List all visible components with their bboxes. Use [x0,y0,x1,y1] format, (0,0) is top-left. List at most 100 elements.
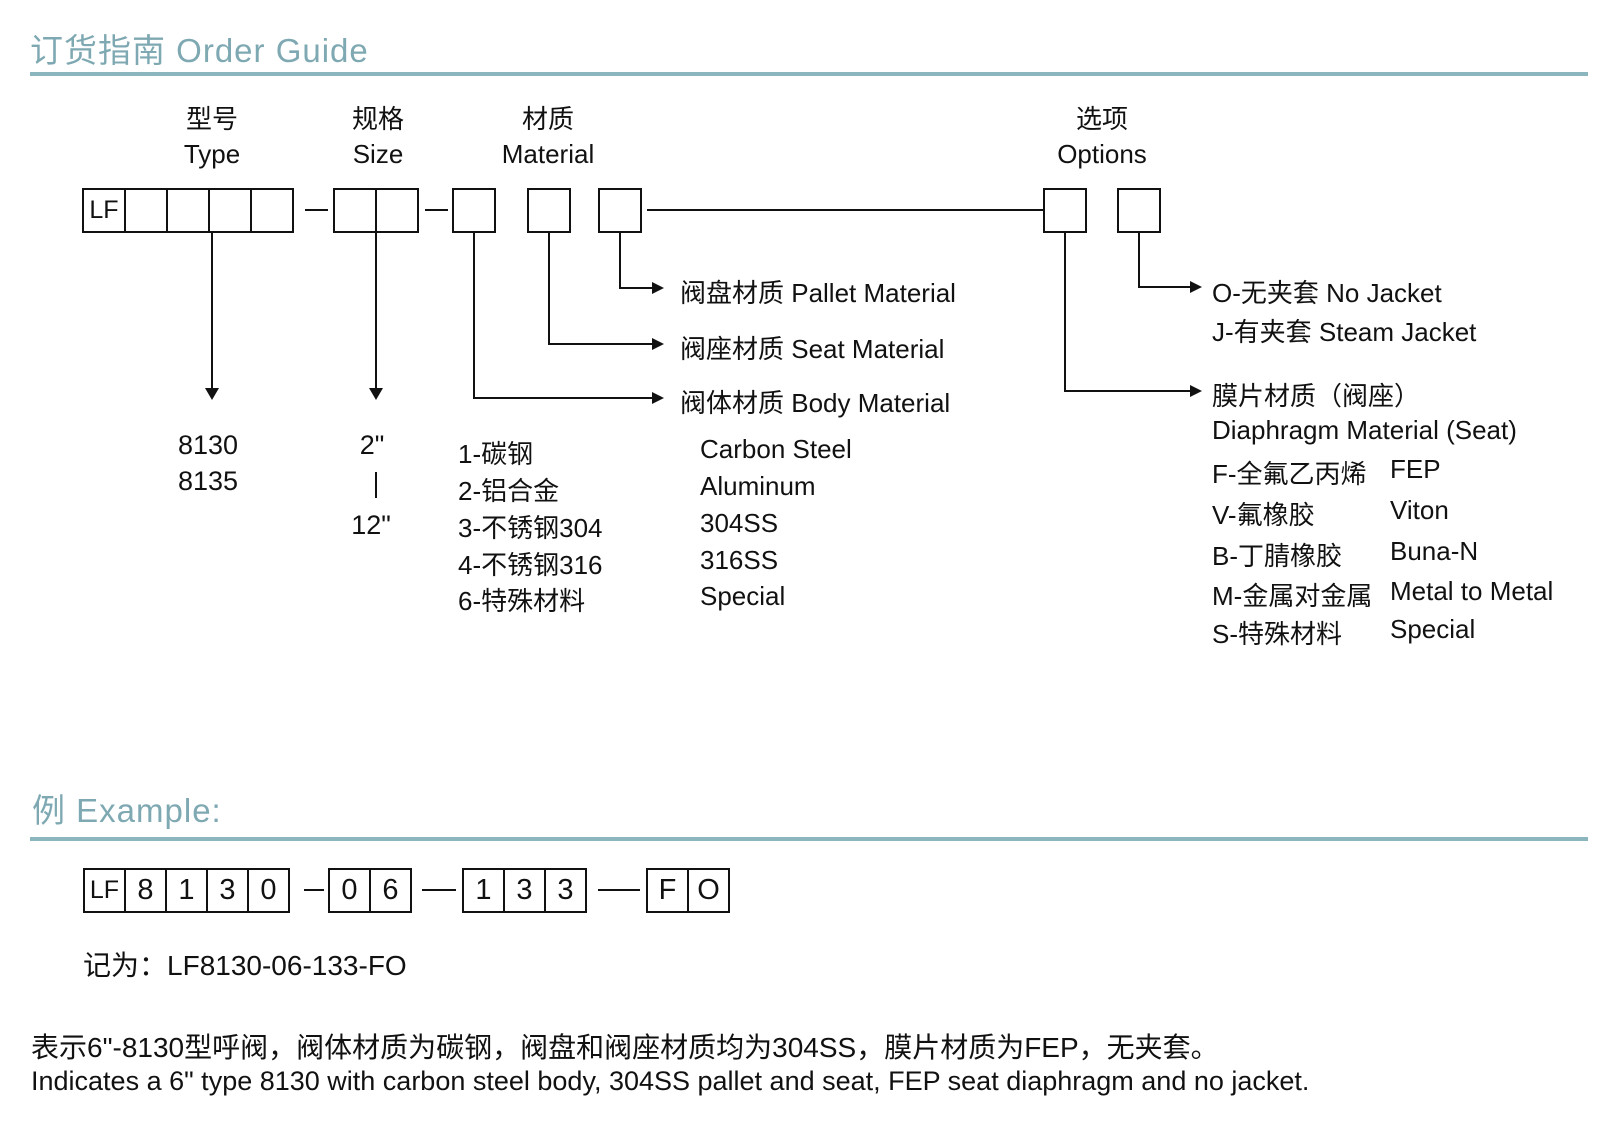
code-cell [452,188,496,233]
header-material-zh: 材质 [521,104,575,134]
material-item-zh: 6-特殊材料 [458,586,586,616]
example-cell: 1 [462,868,505,913]
type-arrow-icon [205,388,219,400]
diaphragm-item-en: Viton [1390,495,1449,525]
example-explanation-en: Indicates a 6" type 8130 with carbon ste… [31,1066,1310,1096]
diaphragm-label-en: Diaphragm Material (Seat) [1212,415,1517,445]
body-material-connector [473,233,475,399]
example-type-boxes: LF 8 1 3 0 [83,868,290,913]
connector-to-options [647,209,1043,211]
type-code-boxes: LF [82,188,294,233]
code-cell [168,188,210,233]
example-dash [304,889,324,891]
diaphragm-item: S-特殊材料 Special [1212,614,1475,651]
no-jacket-label: O-无夹套 No Jacket [1212,278,1442,308]
header-size-zh: 规格 [351,104,405,134]
header-material-en: Material [501,139,595,169]
material-item: 3-不锈钢304 304SS [458,508,778,545]
code-cell [1117,188,1161,233]
example-cell: 1 [167,868,208,913]
example-dash [598,889,640,891]
diaphragm-label-zh: 膜片材质（阀座） [1212,381,1421,411]
material-item-zh: 4-不锈钢316 [458,550,603,580]
material-item-zh: 2-铝合金 [458,476,560,506]
type-connector [211,233,213,390]
size-code-boxes [333,188,419,233]
example-dash [422,889,456,891]
example-option-boxes: F O [646,868,730,913]
material-item-en: Aluminum [700,471,816,501]
diaphragm-item-zh: S-特殊材料 [1212,619,1343,649]
header-size: 规格 Size [352,102,404,172]
example-cell: 6 [371,868,412,913]
diaphragm-arrow-icon [1190,385,1202,397]
example-cell: 3 [505,868,546,913]
pallet-material-connector [619,287,652,289]
code-cell [252,188,294,233]
code-dash [425,209,448,211]
title-divider [30,72,1588,76]
material-item-en: 304SS [700,508,779,538]
page-title: 订货指南 Order Guide [30,32,369,69]
example-cell: 8 [126,868,167,913]
code-cell [377,188,419,233]
seat-material-connector [548,343,652,345]
example-cell: 3 [208,868,249,913]
size-connector [375,233,377,390]
diaphragm-item: F-全氟乙丙烯 FEP [1212,454,1441,491]
header-options: 选项 Options [1057,102,1147,172]
header-options-zh: 选项 [1075,104,1129,134]
diaphragm-connector [1064,390,1190,392]
material-item: 6-特殊材料 Special [458,581,785,618]
diaphragm-item: V-氟橡胶 Viton [1212,495,1449,532]
material-item-en: Special [700,581,786,611]
size-min-value: 2" [359,430,385,460]
diaphragm-item-zh: M-金属对金属 [1212,581,1373,611]
written-as-line: 记为：LF8130-06-133-FO [83,944,407,984]
type-value: 8130 [178,430,239,460]
body-material-arrow-icon [652,392,664,404]
body-material-label: 阀体材质 Body Material [680,388,951,418]
size-max-value: 12" [351,510,391,540]
code-cell [333,188,377,233]
material-item-zh: 1-碳钢 [458,439,534,469]
example-divider [30,837,1588,841]
header-size-en: Size [352,139,404,169]
example-cell: O [689,868,730,913]
diaphragm-item-zh: F-全氟乙丙烯 [1212,459,1367,489]
example-cell: 0 [328,868,371,913]
diaphragm-item-en: Special [1390,614,1476,644]
example-cell: F [646,868,689,913]
jacket-connector [1138,233,1140,288]
seat-material-connector [548,233,550,345]
pallet-material-box [598,188,642,233]
example-cell: LF [83,868,126,913]
seat-material-arrow-icon [652,338,664,350]
diaphragm-connector [1064,233,1066,392]
header-type: 型号 Type [184,102,240,172]
example-cell: 0 [249,868,290,913]
material-item: 2-铝合金 Aluminum [458,471,816,508]
header-material: 材质 Material [502,102,594,172]
diaphragm-item: M-金属对金属 Metal to Metal [1212,576,1553,613]
code-cell [598,188,642,233]
diaphragm-option-box [1043,188,1087,233]
example-size-boxes: 0 6 [328,868,412,913]
jacket-arrow-icon [1190,281,1202,293]
diaphragm-item-en: Metal to Metal [1390,576,1554,606]
steam-jacket-label: J-有夹套 Steam Jacket [1212,317,1477,347]
jacket-connector [1138,286,1190,288]
jacket-option-box [1117,188,1161,233]
example-material-boxes: 1 3 3 [462,868,587,913]
header-options-en: Options [1057,139,1147,169]
header-type-zh: 型号 [185,104,238,134]
example-explanation-zh: 表示6"-8130型呼阀，阀体材质为碳钢，阀盘和阀座材质均为304SS，膜片材质… [31,1032,1219,1063]
type-value: 8135 [178,466,239,496]
header-type-en: Type [183,139,241,169]
code-cell-prefix: LF [82,188,126,233]
example-cell: 3 [546,868,587,913]
written-as-label: 记为： [83,950,168,981]
pallet-material-arrow-icon [652,282,664,294]
diaphragm-item-zh: V-氟橡胶 [1212,500,1315,530]
